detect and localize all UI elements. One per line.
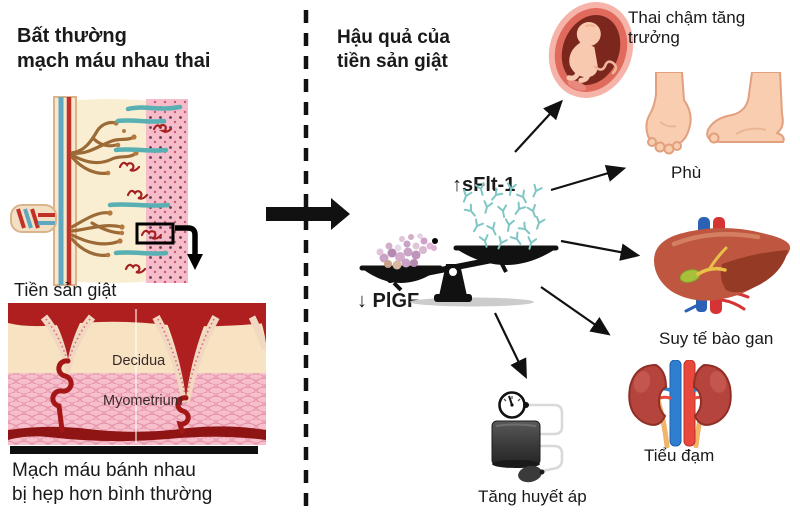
bent-down-arrow [175, 225, 203, 270]
center-title: Hậu quả của tiền sản giật [337, 27, 450, 72]
kidneys-icon [628, 360, 732, 448]
fetus-in-womb-icon [548, 2, 634, 98]
consequence-label-edema: Phù [671, 163, 702, 182]
arrow-to-liver [560, 239, 641, 261]
left-pan-pigf [359, 265, 443, 292]
arrow-to-fetus [514, 99, 563, 153]
umbilical-stub-icon [10, 204, 57, 233]
gauge-dial [498, 391, 529, 419]
big-right-arrow [266, 198, 350, 230]
villous-tree-icon [70, 120, 138, 175]
decidua-myometrium-figure [8, 303, 266, 454]
balance-scale-icon [359, 182, 559, 307]
blood-pressure-monitor-icon [491, 391, 564, 483]
left-title: Bất thường mạch máu nhau thai [17, 25, 211, 72]
consequence-label-proteinuria: Tiểu đạm [644, 446, 715, 465]
placenta-vasculature-figure [10, 96, 203, 286]
antibody-icons [459, 182, 546, 252]
pigf-label: ↓ PlGF [357, 290, 420, 312]
maternal-vein-icon [107, 104, 183, 256]
right-pan-sflt1 [453, 245, 559, 273]
figure2-label-decidua: Decidua [112, 353, 166, 369]
spiral-artery-icon [118, 123, 173, 274]
spiral-artery-icon [50, 358, 191, 434]
consequence-label-fetus: Thai chậm tăng trưởng [628, 8, 746, 47]
consequence-label-hypertension: Tăng huyết áp [478, 487, 587, 506]
liver-icon [653, 217, 791, 314]
swollen-feet-icon [645, 72, 785, 155]
left-bottom-caption: Mạch máu bánh nhau bị hẹp hơn bình thườn… [12, 460, 213, 505]
figure2-label-myometrium: Myometrium [103, 393, 183, 409]
figure1-caption: Tiền sản giật [14, 280, 117, 300]
protein-molecule-icon [376, 233, 438, 270]
pump-bulb [518, 465, 545, 483]
cuff [491, 420, 541, 468]
highlight-box [135, 222, 175, 245]
consequence-label-liver: Suy tế bào gan [659, 329, 774, 348]
arrow-to-bp [494, 312, 527, 379]
